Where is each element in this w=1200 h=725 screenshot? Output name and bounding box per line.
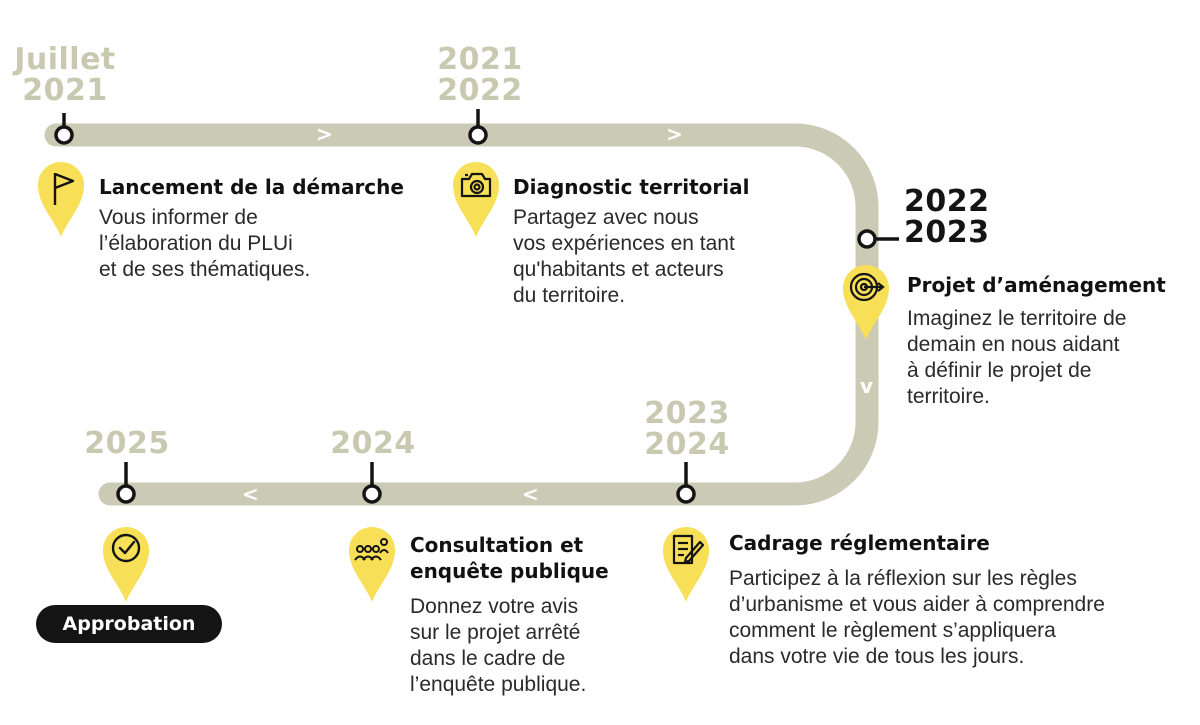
- document-sign-icon: [672, 534, 705, 565]
- year-label-4: 2023 2024: [644, 396, 730, 462]
- year-label-6: 2025: [84, 426, 170, 461]
- direction-arrow-left: <: [522, 482, 539, 506]
- year-label-5: 2024: [330, 426, 416, 461]
- target-icon: [849, 272, 885, 302]
- people-icon: [354, 538, 389, 561]
- step-title-5: Consultation et enquête publique: [410, 533, 609, 583]
- year-label-2: 2021 2022: [437, 42, 523, 108]
- step-title-1: Lancement de la démarche: [99, 175, 404, 199]
- step-description-5: Donnez votre avis sur le projet arrêté d…: [410, 595, 587, 696]
- camera-icon: [460, 172, 492, 198]
- step-description-4: Participez à la réflexion sur les règles…: [729, 567, 1105, 668]
- marker-pin-3: [843, 265, 889, 340]
- milestone-node-6: [116, 462, 136, 504]
- milestone-node-5: [362, 462, 382, 504]
- milestone-node-2: [468, 109, 488, 145]
- step-description-2: Partagez avec nous vos expériences en ta…: [513, 206, 735, 307]
- approbation-badge: Approbation: [36, 605, 222, 643]
- direction-arrow-left: <: [242, 482, 259, 506]
- direction-arrow-right: >: [316, 122, 333, 146]
- marker-pin-6: [103, 527, 149, 602]
- step-title-3: Projet d’aménagement: [907, 273, 1166, 297]
- milestone-node-3: [857, 229, 899, 249]
- step-title-2: Diagnostic territorial: [513, 175, 750, 199]
- marker-pin-5: [349, 527, 395, 602]
- marker-pin-2: [453, 162, 499, 237]
- step-description-1: Vous informer de l’élaboration du PLUi e…: [99, 206, 311, 281]
- flag-icon: [53, 172, 75, 205]
- marker-pin-4: [663, 527, 709, 602]
- milestone-node-1: [54, 113, 74, 145]
- direction-arrow-down: v: [860, 374, 874, 398]
- direction-arrow-right: >: [666, 122, 683, 146]
- year-label-3: 2022 2023: [904, 184, 990, 250]
- step-description-3: Imaginez le territoire de demain en nous…: [907, 307, 1127, 408]
- step-title-4: Cadrage réglementaire: [729, 531, 990, 555]
- check-circle-icon: [111, 533, 141, 563]
- marker-pin-1: [38, 162, 84, 237]
- year-label-1: Juillet 2021: [14, 42, 116, 108]
- milestone-node-4: [676, 462, 696, 504]
